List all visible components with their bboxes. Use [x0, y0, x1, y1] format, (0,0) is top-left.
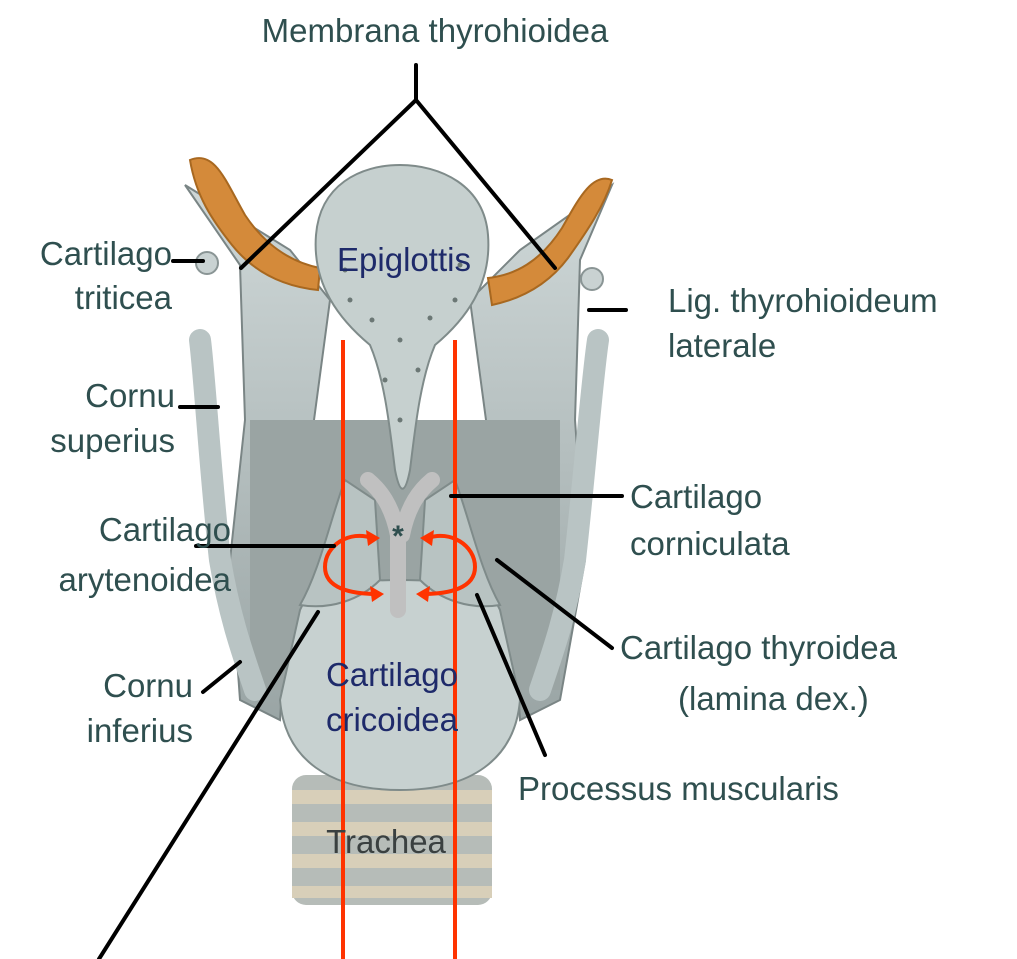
label-cornu-inferius-1: Cornu	[103, 667, 193, 704]
leader-cornu-inferius	[203, 662, 240, 692]
label-cartilago-thyroidea-2: (lamina dex.)	[678, 680, 869, 717]
label-cornu-superius-1: Cornu	[85, 377, 175, 414]
label-membrana-thyrohioidea: Membrana thyrohioidea	[262, 12, 609, 49]
asterisk-mark: *	[392, 520, 404, 553]
label-cornu-superius-2: superius	[50, 422, 175, 459]
label-epiglottis: Epiglottis	[337, 241, 471, 278]
label-lig-thyrohioideum-2: laterale	[668, 327, 776, 364]
label-cartilago-arytenoidea-2: arytenoidea	[59, 561, 232, 598]
label-cartilago-triticea-2: triticea	[75, 279, 173, 316]
label-cartilago-thyroidea-1: Cartilago thyroidea	[620, 629, 898, 666]
leader-bottom-arrow	[99, 612, 318, 959]
label-cartilago-corniculata-1: Cartilago	[630, 478, 762, 515]
label-cartilago-cricoidea-1: Cartilago	[326, 656, 458, 693]
label-lig-thyrohioideum-1: Lig. thyrohioideum	[668, 282, 938, 319]
label-cartilago-arytenoidea-1: Cartilago	[99, 511, 231, 548]
label-processus-muscularis: Processus muscularis	[518, 770, 839, 807]
label-cartilago-triticea-1: Cartilago	[40, 235, 172, 272]
triticea-nodule	[581, 268, 603, 290]
label-cartilago-corniculata-2: corniculata	[630, 525, 790, 562]
label-cornu-inferius-2: inferius	[87, 712, 193, 749]
label-cartilago-cricoidea-2: cricoidea	[326, 701, 459, 738]
label-trachea: Trachea	[326, 823, 446, 860]
